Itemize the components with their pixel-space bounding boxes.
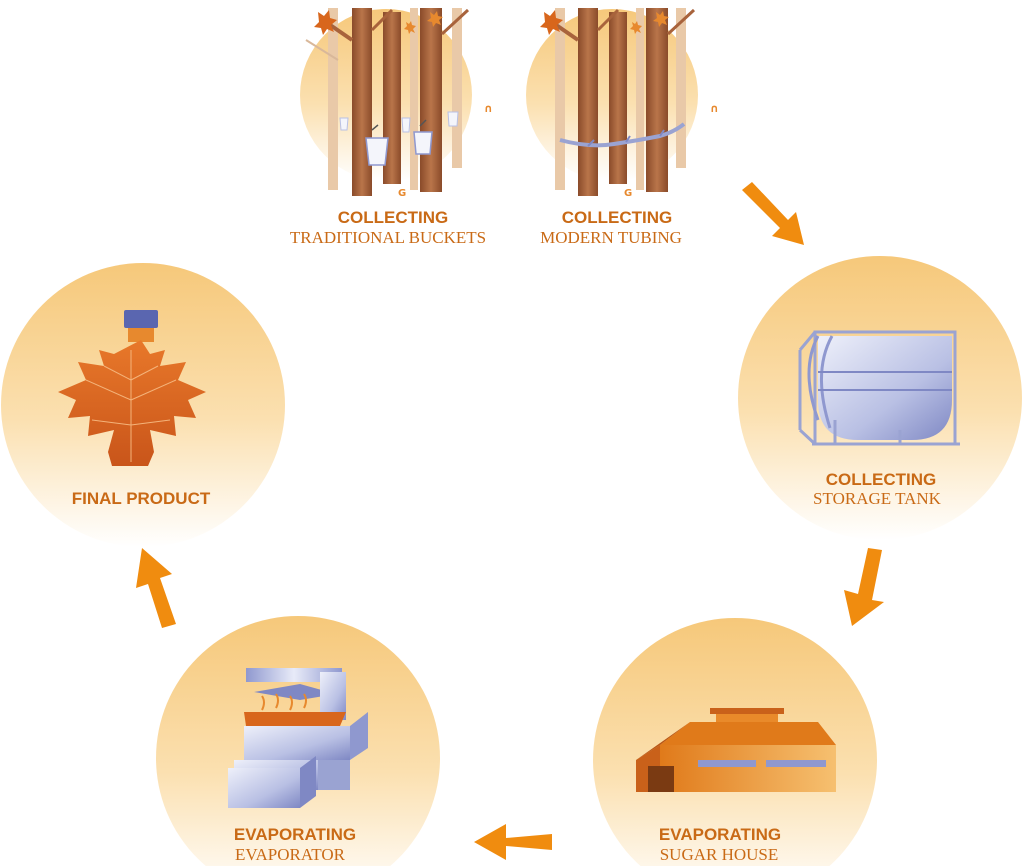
- storage-tank-icon: [738, 256, 1022, 540]
- stage-subtitle: MODERN TUBING: [540, 228, 682, 247]
- svg-text:∩: ∩: [484, 102, 493, 115]
- stage-final-product: FINAL PRODUCT: [1, 263, 285, 547]
- maple-trees-with-tubing-icon: ∩ G: [526, 8, 719, 199]
- stage-title: COLLECTING: [562, 208, 673, 227]
- stage-subtitle: TRADITIONAL BUCKETS: [290, 228, 486, 247]
- flow-arrow-icon: [474, 824, 552, 860]
- sugar-house-icon: [593, 618, 877, 866]
- stage-title: EVAPORATING: [234, 825, 356, 844]
- stage-traditional-buckets: ∩ G COLLECTING TRADITIONAL BUCKETS: [290, 8, 493, 247]
- stage-title: EVAPORATING: [659, 825, 781, 844]
- stage-sugar-house: EVAPORATING SUGAR HOUSE: [593, 618, 877, 866]
- maple-leaf-syrup-bottle-icon: [1, 263, 285, 547]
- flow-arrow-icon: [742, 182, 804, 245]
- svg-text:∩: ∩: [710, 102, 719, 115]
- stage-title: FINAL PRODUCT: [72, 489, 211, 508]
- stage-evaporator: EVAPORATING EVAPORATOR: [156, 616, 440, 866]
- svg-text:G: G: [624, 188, 632, 199]
- stage-storage-tank: COLLECTING STORAGE TANK: [738, 256, 1022, 540]
- stage-title: COLLECTING: [338, 208, 449, 227]
- svg-text:G: G: [398, 188, 406, 199]
- evaporator-icon: [156, 616, 440, 866]
- maple-trees-with-buckets-icon: ∩ G: [300, 8, 493, 199]
- flow-arrows: [136, 182, 884, 860]
- stage-modern-tubing: ∩ G COLLECTING MODERN TUBING: [526, 8, 719, 247]
- stage-title: COLLECTING: [826, 470, 937, 489]
- stage-subtitle: EVAPORATOR: [235, 845, 346, 864]
- stage-subtitle: SUGAR HOUSE: [660, 845, 779, 864]
- stage-subtitle: STORAGE TANK: [813, 489, 942, 508]
- flow-arrow-icon: [136, 548, 176, 628]
- flow-arrow-icon: [844, 548, 884, 626]
